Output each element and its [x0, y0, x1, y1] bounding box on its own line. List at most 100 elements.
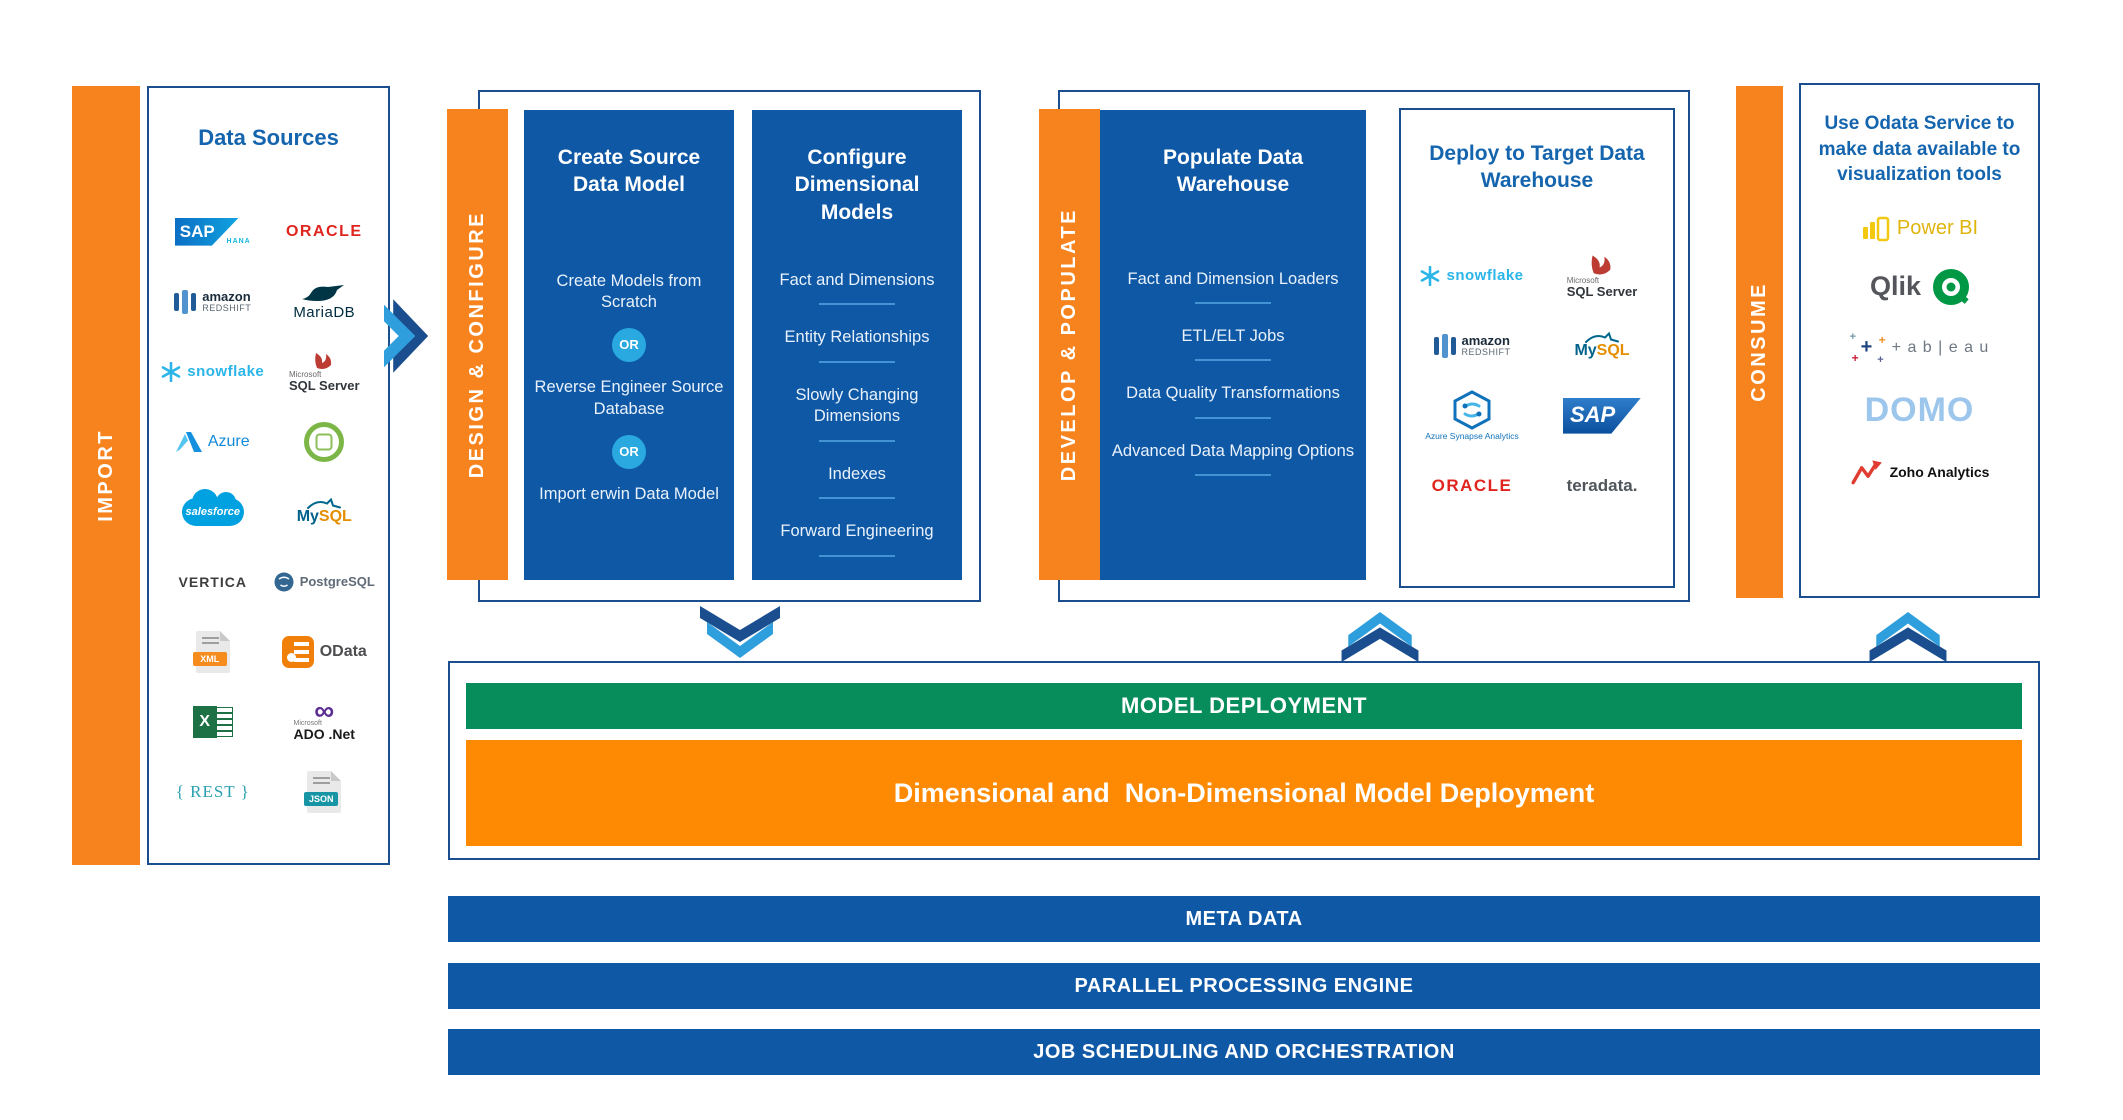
mysql-dolphin-icon [1585, 332, 1619, 344]
azure-icon [175, 431, 202, 452]
item-divider [1195, 302, 1271, 305]
item-divider [1195, 474, 1271, 477]
item-divider [1195, 416, 1271, 419]
panel-item: ETL/ELT Jobs [1181, 327, 1285, 346]
dimensional-deployment-bar: Dimensional and Non-Dimensional Model De… [466, 740, 2022, 846]
stage-design-label: DESIGN & CONFIGURE [466, 210, 488, 479]
panel-item: Fact and Dimension Loaders [1127, 269, 1339, 288]
logo-mysql: MySQL [1574, 332, 1630, 359]
item-divider [1195, 359, 1271, 362]
configure-dimensional-title: Configure Dimensional Models [794, 146, 920, 224]
model-deployment-box: MODEL DEPLOYMENT Dimensional and Non-Dim… [448, 661, 2040, 860]
logo-vertica: VERTICA [178, 573, 247, 590]
logo-qlik: Qlik [1870, 268, 1970, 305]
logo-domo: DOMO [1864, 390, 1975, 429]
arrow-deployment-to-develop-icon [1341, 612, 1419, 662]
parallel-processing-engine-bar: PARALLEL PROCESSING ENGINE [448, 963, 2040, 1009]
panel-item: Indexes [828, 464, 886, 483]
stage-develop-bar: DEVELOP & POPULATE [1039, 109, 1100, 580]
zoho-analytics-icon [1851, 460, 1882, 485]
logo-mariadb: MariaDB [293, 284, 355, 320]
arrow-import-to-design-icon [384, 299, 429, 373]
logo-odata: OData [281, 635, 367, 668]
postgresql-icon [274, 572, 294, 592]
logo-snowflake: snowflake [161, 361, 264, 382]
infinity-icon: ∞ [314, 695, 335, 727]
qlik-q-icon [1933, 268, 1970, 305]
consume-panel: Use Odata Service to make data available… [1799, 83, 2040, 598]
logo-sap: SAP [1563, 397, 1641, 434]
populate-warehouse-panel: Populate Data Warehouse Fact and Dimensi… [1100, 110, 1366, 580]
salesforce-cloud-icon: salesforce [181, 488, 244, 526]
stage-import-label: IMPORT [94, 429, 117, 522]
consume-title: Use Odata Service to make data available… [1818, 113, 2021, 186]
arrow-design-to-deployment-icon [700, 606, 780, 658]
logo-ado-net: ∞ Microsoft ADO .Net [293, 695, 355, 743]
logo-rest: { REST } [175, 781, 250, 801]
sap-icon: SAP [1563, 397, 1641, 434]
deploy-target-panel: Deploy to Target Data Warehouse snowflak… [1399, 108, 1675, 588]
item-divider [819, 554, 895, 557]
snowflake-icon [1421, 265, 1440, 286]
green-circular-badge-icon [304, 421, 345, 462]
item-divider [819, 439, 895, 442]
item-divider [819, 360, 895, 363]
logo-teradata: teradata. [1566, 475, 1638, 495]
odata-icon [281, 635, 314, 668]
sql-server-icon [1591, 255, 1611, 275]
or-badge: OR [612, 328, 646, 363]
panel-item: Data Quality Transformations [1126, 384, 1340, 403]
azure-synapse-icon [1453, 390, 1491, 431]
sap-hana-icon: SAP HANA [174, 217, 251, 246]
panel-item: Fact and Dimensions [779, 270, 935, 289]
item-divider [819, 497, 895, 500]
panel-item: Advanced Data Mapping Options [1111, 441, 1355, 460]
logo-power-bi: Power BI [1861, 216, 1978, 242]
stage-consume-label: CONSUME [1748, 282, 1770, 402]
logo-sap-hana: SAP HANA [174, 217, 251, 246]
logo-oracle: ORACLE [285, 222, 363, 240]
panel-item: Create Models from Scratch [556, 271, 702, 312]
create-source-model-title: Create Source Data Model [557, 146, 701, 197]
panel-item: Entity Relationships [784, 328, 930, 347]
mysql-dolphin-icon [307, 498, 342, 510]
panel-item: Import erwin Data Model [539, 485, 719, 504]
deploy-target-title: Deploy to Target Data Warehouse [1429, 142, 1645, 193]
snowflake-icon [161, 361, 181, 382]
panel-item: Slowly Changing Dimensions [795, 385, 919, 426]
redshift-icon [1433, 333, 1456, 358]
logo-salesforce: salesforce [181, 488, 244, 526]
logo-oracle: ORACLE [1431, 475, 1513, 495]
stage-consume-bar: CONSUME [1736, 86, 1783, 598]
power-bi-icon [1862, 216, 1890, 242]
stage-design-bar: DESIGN & CONFIGURE [447, 109, 508, 580]
logo-xml: XML [192, 630, 230, 673]
or-badge: OR [612, 435, 646, 470]
sql-server-icon [315, 353, 332, 370]
mariadb-seal-icon [302, 284, 345, 301]
panel-item: Reverse Engineer Source Database [534, 378, 724, 418]
item-divider [819, 303, 895, 306]
consume-logo-list: Power BI Qlik ++ ++ + + a b | e a u DOMO [1801, 216, 2038, 487]
logo-postgresql: PostgreSQL [274, 572, 375, 592]
model-deployment-bar: MODEL DEPLOYMENT [466, 683, 2022, 729]
configure-dimensional-panel: Configure Dimensional Models Fact and Di… [752, 110, 962, 580]
logo-mysql: MySQL [297, 498, 352, 525]
logo-json: JSON [304, 770, 342, 813]
logo-azure-synapse: Azure Synapse Analytics [1425, 390, 1519, 441]
arrow-deployment-to-consume-icon [1869, 612, 1947, 662]
meta-data-bar: META DATA [448, 896, 2040, 942]
redshift-icon [174, 289, 197, 314]
stage-develop-label: DEVELOP & POPULATE [1058, 207, 1080, 482]
excel-icon: X [192, 705, 233, 738]
populate-warehouse-title: Populate Data Warehouse [1162, 146, 1304, 197]
xml-file-icon: XML [192, 630, 230, 673]
json-file-icon: JSON [304, 770, 342, 813]
logo-excel: X [192, 705, 233, 738]
data-sources-title: Data Sources [198, 125, 339, 150]
